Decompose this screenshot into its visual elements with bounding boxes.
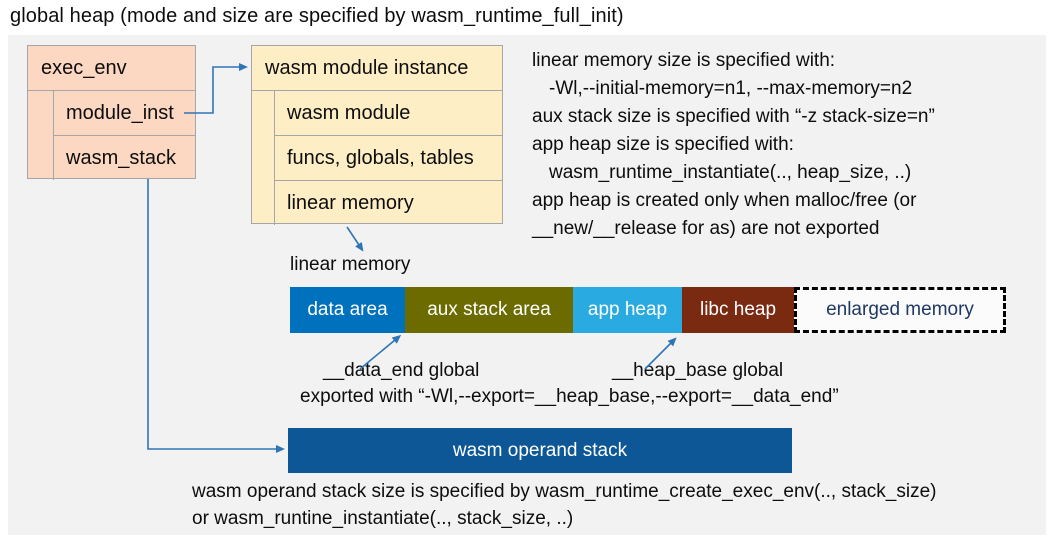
page-title: global heap (mode and size are specified… bbox=[10, 5, 624, 27]
exec-env-header: exec_env bbox=[28, 46, 195, 91]
exec-env-box: exec_env module_inst wasm_stack bbox=[27, 45, 196, 180]
memory-size-notes: linear memory size is specified with: -W… bbox=[532, 47, 1046, 243]
note-line: wasm_runtime_instantiate(.., heap_size, … bbox=[549, 162, 912, 183]
note-line: aux stack size is specified with “-z sta… bbox=[532, 106, 935, 127]
segment-aux-stack-area: aux stack area bbox=[405, 287, 573, 333]
note-line: app heap is created only when malloc/fre… bbox=[532, 190, 917, 211]
segment-data-area: data area bbox=[290, 287, 405, 333]
instance-header: wasm module instance bbox=[252, 46, 502, 91]
note-line: wasm operand stack size is specified by … bbox=[192, 481, 937, 502]
instance-members: wasm module funcs, globals, tables linea… bbox=[274, 91, 502, 225]
segment-libc-heap: libc heap bbox=[682, 287, 794, 333]
exec-env-row-wasm-stack: wasm_stack bbox=[54, 135, 195, 180]
operand-stack-note: wasm operand stack size is specified by … bbox=[192, 478, 937, 532]
linear-memory-label: linear memory bbox=[290, 254, 411, 275]
exec-env-row-module-inst: module_inst bbox=[66, 101, 174, 124]
note-line: app heap size is specified with: bbox=[532, 134, 794, 155]
exec-env-members: module_inst wasm_stack bbox=[53, 91, 195, 180]
note-line: __new/__release for as) are not exported bbox=[532, 218, 880, 239]
instance-row-funcs-globals-tables: funcs, globals, tables bbox=[275, 135, 502, 180]
export-note: exported with “-Wl,--export=__heap_base,… bbox=[300, 386, 839, 407]
wasm-operand-stack-bar: wasm operand stack bbox=[288, 428, 792, 473]
note-line: linear memory size is specified with: bbox=[532, 50, 836, 71]
data-end-global-label: __data_end global bbox=[323, 360, 480, 381]
instance-row-wasm-module: wasm module bbox=[287, 101, 411, 124]
note-line: -Wl,--initial-memory=n1, --max-memory=n2 bbox=[549, 78, 913, 99]
segment-enlarged-memory: enlarged memory bbox=[794, 287, 1006, 333]
wasm-operand-stack-label: wasm operand stack bbox=[452, 439, 628, 461]
segment-app-heap: app heap bbox=[573, 287, 682, 333]
note-line: or wasm_runtine_instantiate(.., stack_si… bbox=[192, 508, 574, 529]
wasm-module-instance-box: wasm module instance wasm module funcs, … bbox=[251, 45, 503, 225]
heap-base-global-label: __heap_base global bbox=[612, 360, 784, 381]
instance-row-linear-memory: linear memory bbox=[275, 180, 502, 225]
